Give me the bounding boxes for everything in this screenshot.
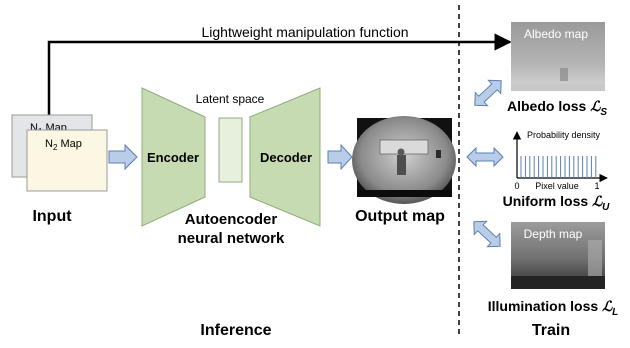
uniform-tick-zero: 0 — [514, 181, 519, 191]
illumination-double-arrow — [473, 220, 501, 248]
uniform-loss: Uniform loss ℒU — [503, 193, 611, 213]
input-to-encoder-arrow — [108, 143, 138, 171]
encoder-block — [141, 87, 206, 227]
illumination-loss: Illumination loss ℒL — [488, 298, 619, 318]
depth-map-label: Depth map — [524, 227, 583, 241]
inference-label: Inference — [200, 322, 271, 339]
albedo-double-arrow — [474, 79, 502, 107]
output-caption: Output map — [355, 208, 445, 225]
encoder-label: Encoder — [147, 150, 199, 165]
input-map-2-label: N2 Map — [45, 138, 82, 152]
input-maps: N1 Map N2 Map — [11, 114, 108, 192]
input-map-2 — [26, 129, 108, 192]
autoencoder-caption-line1: Autoencoder — [185, 211, 278, 228]
decoder-label: Decoder — [260, 150, 312, 165]
latent-space-label: Latent space — [196, 92, 265, 106]
uniform-double-arrow — [466, 146, 504, 168]
depth-map-image — [511, 222, 605, 289]
uniform-x-label: Pixel value — [535, 181, 579, 191]
uniform-y-label: Probability density — [527, 130, 601, 140]
uniform-distribution-plot — [512, 131, 608, 183]
latent-space-block — [218, 117, 243, 183]
top-arrow-label: Lightweight manipulation function — [201, 24, 408, 40]
train-label: Train — [532, 322, 570, 339]
albedo-map-image — [511, 22, 605, 91]
decoder-to-output-arrow — [327, 143, 353, 171]
output-map-image — [352, 116, 456, 204]
uniform-bars — [520, 156, 597, 178]
lightweight-function-arrow — [47, 33, 512, 115]
input-caption: Input — [32, 208, 72, 225]
autoencoder-caption-line2: neural network — [178, 230, 285, 247]
uniform-tick-one: 1 — [594, 181, 599, 191]
albedo-loss: Albedo loss ℒS — [507, 98, 607, 118]
albedo-map-label: Albedo map — [524, 27, 588, 41]
decoder-block — [249, 87, 321, 227]
